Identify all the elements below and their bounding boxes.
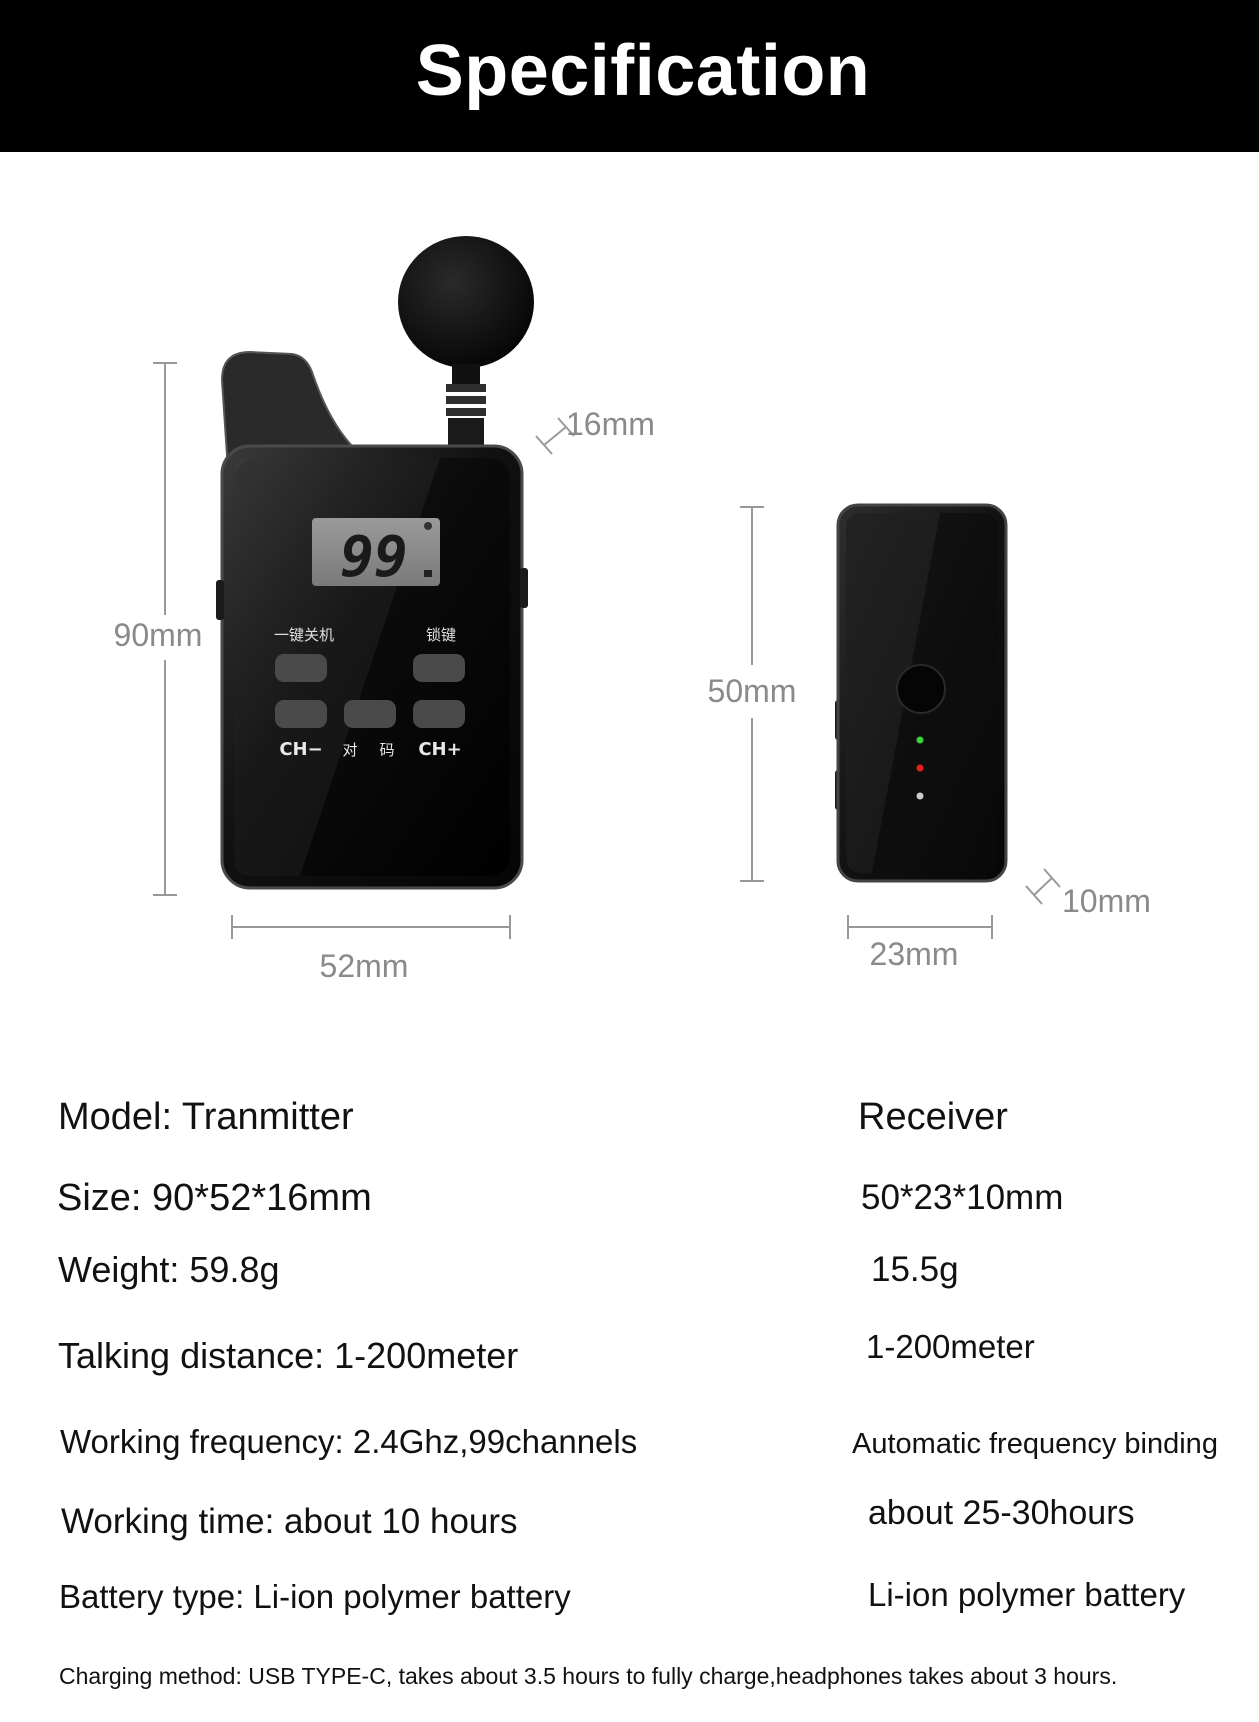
spec-distance-receiver: 1-200meter xyxy=(866,1328,1035,1365)
charging-note: Charging method: USB TYPE-C, takes about… xyxy=(59,1663,1118,1689)
transmitter-width-label: 52mm xyxy=(320,948,409,984)
microphone-foam xyxy=(398,236,534,368)
transmitter-clip xyxy=(220,350,353,471)
transmitter-depth-label: 16mm xyxy=(566,406,655,442)
spec-time-receiver: about 25-30hours xyxy=(868,1494,1135,1532)
transmitter-width-dimension xyxy=(231,915,511,939)
transmitter-height-label: 90mm xyxy=(114,617,203,653)
receiver-led-red xyxy=(916,764,924,772)
spec-frequency-transmitter: Working frequency: 2.4Ghz,99channels xyxy=(60,1423,638,1460)
power-button xyxy=(275,654,327,682)
ch-minus-button xyxy=(275,700,327,728)
lcd-display xyxy=(312,518,440,586)
ch-minus-label: CH− xyxy=(279,739,322,760)
receiver-depth-dimension xyxy=(1025,868,1061,905)
spec-weight-transmitter: Weight: 59.8g xyxy=(58,1249,280,1290)
spec-model-receiver: Receiver xyxy=(858,1096,1008,1138)
spec-size-receiver: 50*23*10mm xyxy=(861,1178,1064,1217)
receiver-height-dimension xyxy=(740,506,764,882)
transmitter-device: 99 一键关机 锁键 CH− 对 码 CH+ xyxy=(216,236,534,890)
pair-label-2: 码 xyxy=(379,741,394,759)
ch-plus-label: CH+ xyxy=(418,739,461,760)
receiver-led-white xyxy=(916,792,924,800)
lcd-value: 99 xyxy=(340,525,407,590)
receiver-power-button xyxy=(896,664,946,714)
header-bar xyxy=(0,0,1259,152)
receiver-device xyxy=(835,503,1008,883)
power-label: 一键关机 xyxy=(274,626,334,644)
page-title: Specification xyxy=(415,31,871,111)
pair-label-1: 对 xyxy=(342,741,357,759)
spec-distance-transmitter: Talking distance: 1-200meter xyxy=(58,1335,519,1376)
spec-battery-transmitter: Battery type: Li-ion polymer battery xyxy=(59,1578,571,1615)
pair-button xyxy=(344,700,396,728)
transmitter-depth-dimension xyxy=(535,417,575,455)
spec-frequency-receiver: Automatic frequency binding xyxy=(852,1428,1218,1460)
ch-plus-button xyxy=(413,700,465,728)
receiver-height-label: 50mm xyxy=(708,673,797,709)
receiver-depth-label: 10mm xyxy=(1062,883,1151,919)
spec-weight-receiver: 15.5g xyxy=(871,1250,959,1289)
microphone-neck xyxy=(452,364,480,384)
transmitter-height-dimension xyxy=(153,362,177,896)
lock-label: 锁键 xyxy=(426,626,456,644)
spec-size-transmitter: Size: 90*52*16mm xyxy=(57,1177,372,1219)
receiver-width-dimension xyxy=(847,915,993,939)
spec-battery-receiver: Li-ion polymer battery xyxy=(868,1576,1186,1613)
receiver-led-green xyxy=(916,736,924,744)
product-illustration: 99 一键关机 锁键 CH− 对 码 CH+ 90mm 52mm 16mm xyxy=(114,236,1151,984)
lock-button xyxy=(413,654,465,682)
spec-model-transmitter: Model: Tranmitter xyxy=(58,1096,354,1138)
spec-time-transmitter: Working time: about 10 hours xyxy=(61,1502,518,1541)
receiver-width-label: 23mm xyxy=(870,936,959,972)
